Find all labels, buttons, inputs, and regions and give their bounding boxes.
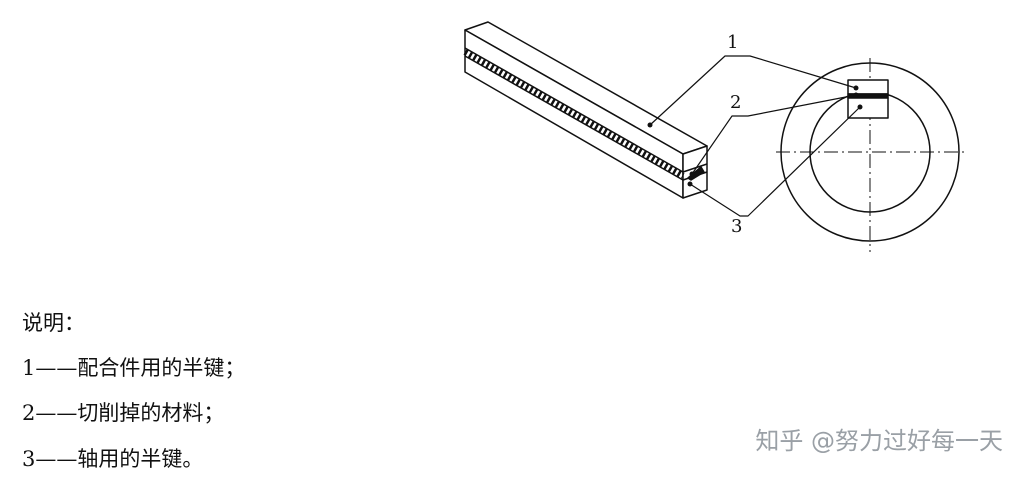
legend-item-1: 1——配合件用的半键； xyxy=(22,356,246,380)
leader-dot-1-section xyxy=(853,85,859,91)
leader-1 xyxy=(649,55,857,126)
legend-item-3: 3——轴用的半键。 xyxy=(22,447,204,471)
leader-dot-2-section xyxy=(853,92,859,98)
callout-2-label: 2 xyxy=(730,92,741,113)
cut-band-lower-line xyxy=(464,55,684,181)
shaft-cross-section xyxy=(776,58,964,252)
callout-3-label: 3 xyxy=(731,216,742,237)
legend-heading: 说明： xyxy=(22,311,85,335)
watermark: 知乎 @努力过好每一天 xyxy=(755,427,1003,455)
key-diagram: 1 2 3 xyxy=(463,21,964,252)
callout-1-label: 1 xyxy=(727,32,738,53)
key-lower-half xyxy=(847,97,889,119)
cut-band-upper-line xyxy=(464,47,684,173)
leader-dot-3-bar xyxy=(687,181,693,187)
leader-lines xyxy=(649,55,861,217)
legend-item-2: 2——切削掉的材料； xyxy=(22,401,225,425)
end-cut-upper-line xyxy=(682,163,708,173)
cut-band-hatch xyxy=(463,49,685,179)
leader-dot-2-bar xyxy=(689,171,695,177)
leader-dot-1-bar xyxy=(647,122,653,128)
leader-3 xyxy=(689,106,861,217)
leader-dots xyxy=(647,85,863,187)
leader-dot-3-section xyxy=(857,104,863,110)
key-bar xyxy=(463,21,708,199)
leader-2 xyxy=(691,94,857,175)
end-cut-hatch xyxy=(687,166,705,181)
